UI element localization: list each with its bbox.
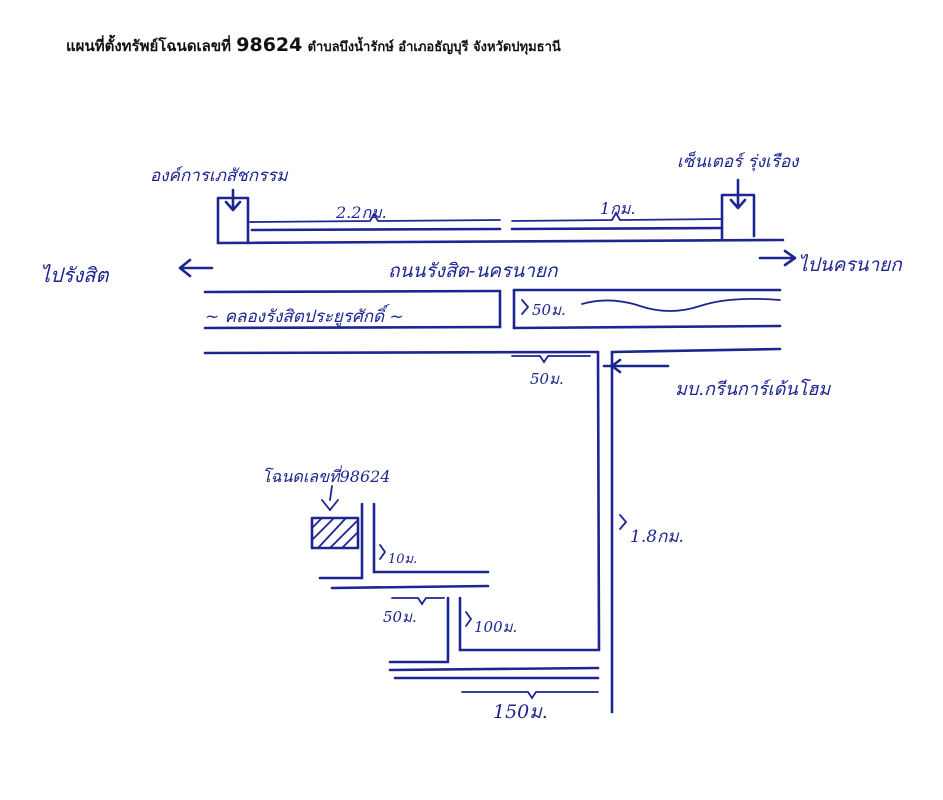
village-label: มบ.กรีนการ์เด้นโฮม [675,378,831,400]
distance-1km: 1กม. [600,199,636,218]
arrow-left-icon [178,258,214,278]
access-road [318,502,490,590]
tick-1-8km [619,514,628,530]
cross-road [388,596,600,680]
distance-soi-50m: 50ม. [530,370,564,388]
sao-marker [216,188,250,245]
arrow-right-icon [758,249,797,267]
soi-road [511,350,614,714]
canal-label: ~ คลองรังสิตประยูรศักดิ์ ~ [205,304,404,327]
sao-label: องค์การเภสัชกรรม [150,166,288,186]
top-frontage-line [216,211,785,245]
distance-1-8km: 1.8กม. [630,527,684,547]
page-title: แผนที่ตั้งทรัพย์โฉนดเลขที่ 98624 ตำบลบึง… [66,34,561,58]
canal [203,288,782,330]
village-arrow-icon [610,358,622,374]
tick-150m [461,691,599,700]
canal-tick [521,299,530,315]
lower-frontage-road [203,350,600,355]
title-location: ตำบลบึงน้ำรักษ์ อำเภอธัญบุรี จังหวัดปทุม… [307,40,561,55]
deed-number: 98624 [236,34,303,56]
to-rangsit-label: ไปรังสิต [40,263,109,287]
to-nakhon-label: ไปนครนายก [798,253,903,276]
main-road-label: ถนนรังสิต-นครนายก [388,260,559,282]
distance-2-2km: 2.2กม. [335,203,387,222]
center-marker [720,178,756,242]
distance-150m: 150ม. [493,701,548,723]
distance-10m: 10ม. [388,552,417,567]
distance-50m-b: 50ม. [383,608,417,626]
deed-arrow-icon [321,485,339,512]
title-prefix: แผนที่ตั้งทรัพย์โฉนดเลขที่ [66,37,232,55]
distance-100m: 100ม. [474,618,517,636]
distance-canal-50m: 50ม. [532,301,566,319]
lower-frontage-road-right [610,347,782,354]
center-label: เซ็นเตอร์ รุ่งเรือง [677,151,800,172]
deed-plot [310,516,360,550]
deed-label: โฉนดเลขที่98624 [262,465,390,486]
